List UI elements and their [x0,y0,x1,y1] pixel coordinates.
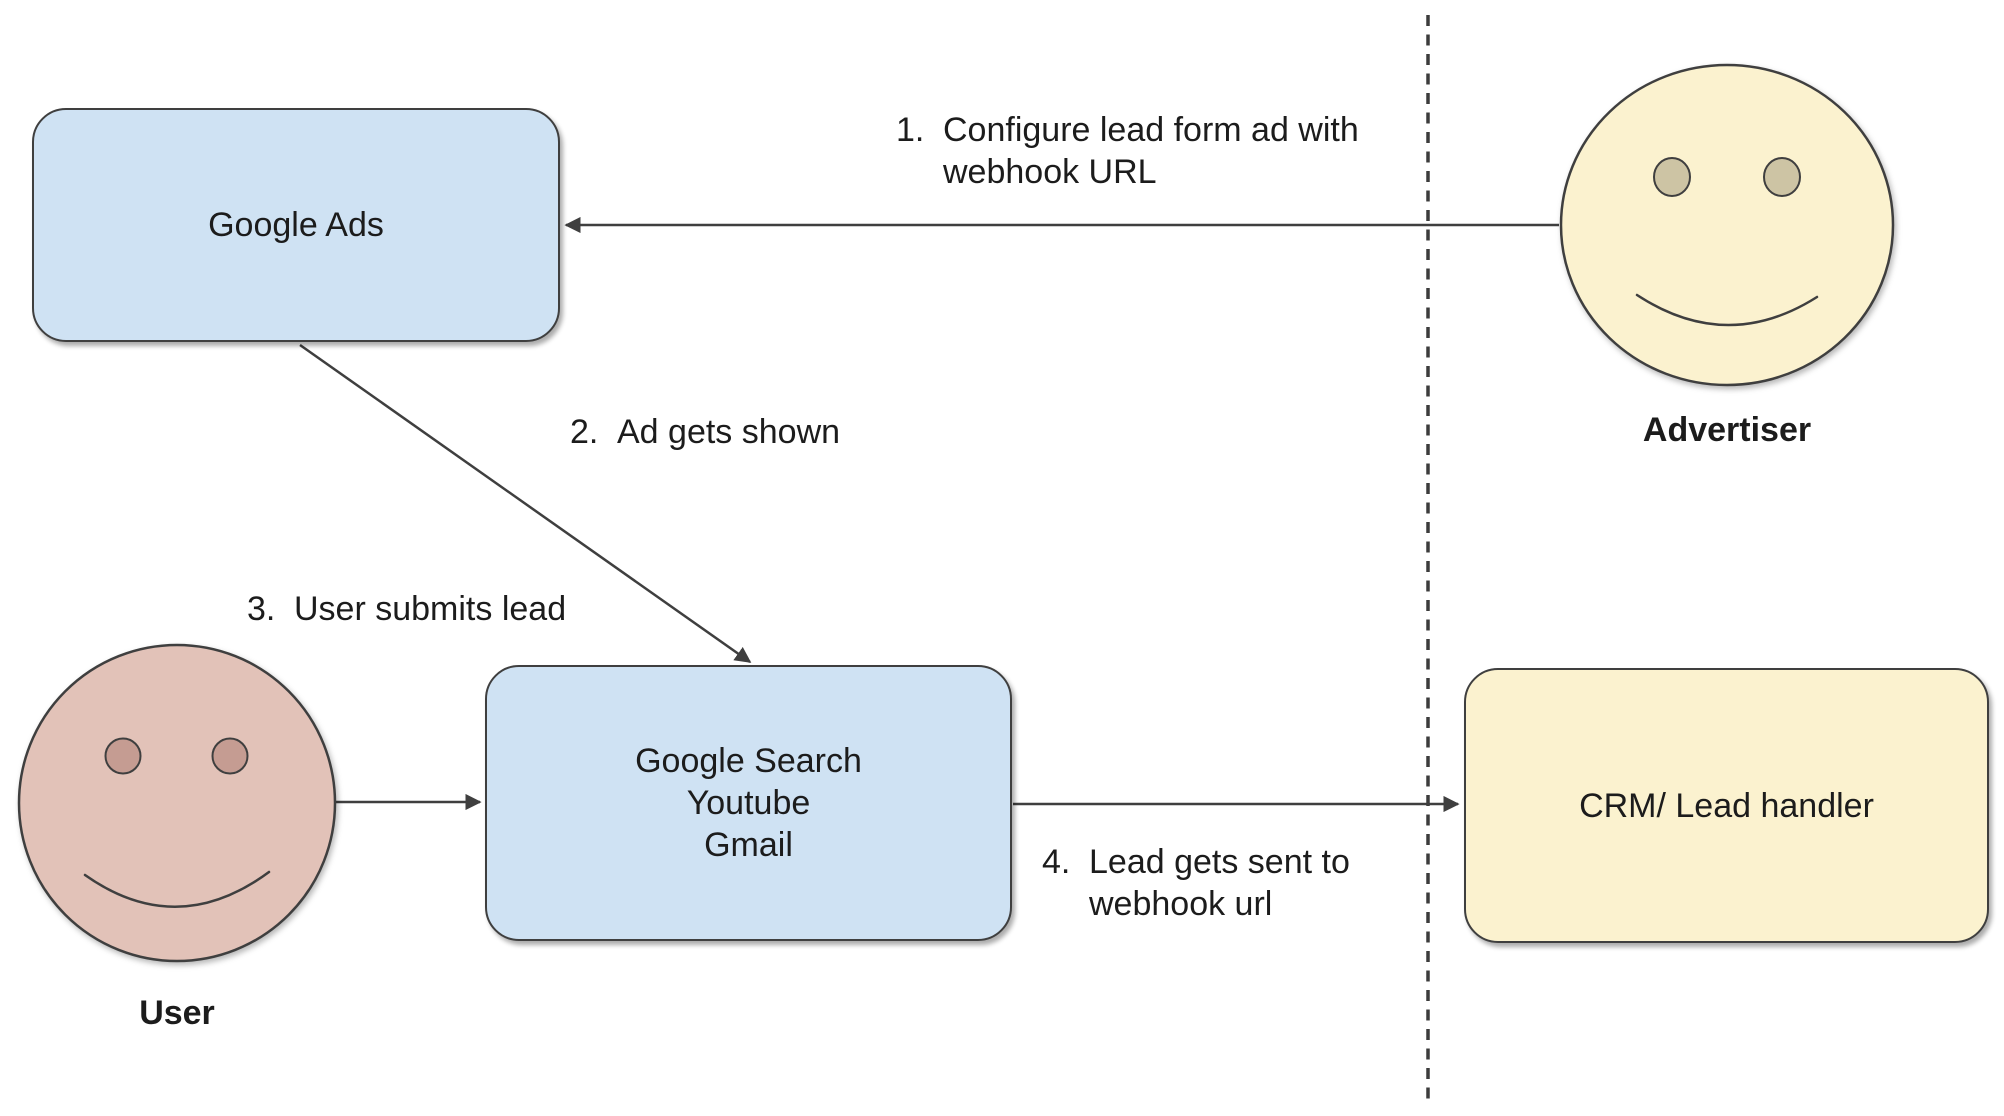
crm-lead-handler-node: CRM/ Lead handler [1464,668,1989,943]
step-4-number: 4. [1042,843,1071,881]
step-1-number: 1. [896,111,925,149]
user-head [17,643,337,963]
google-surfaces-node: Google Search Youtube Gmail [485,665,1012,941]
step-2-annotation: 2. Ad gets shown [570,411,840,453]
google-ads-node: Google Ads [32,108,560,342]
advertiser-smile-icon [1635,293,1819,327]
step-3-number: 3. [247,590,276,628]
step-2-text: Ad gets shown [617,413,841,451]
user-right-eye-icon [211,737,249,775]
step-1-text: Configure lead form ad with webhook URL [943,111,1359,191]
step-2-number: 2. [570,413,599,451]
advertiser-label: Advertiser [1642,411,1812,449]
user-smile-icon [83,870,271,908]
advertiser-head [1559,63,1895,387]
advertiser-left-eye-icon [1653,157,1691,197]
step-4-text: Lead gets sent to webhook url [1089,843,1350,923]
google-ads-label: Google Ads [208,206,384,244]
user-face-icon [17,643,337,963]
step-4-annotation: 4. Lead gets sent to webhook url [1042,841,1350,925]
user-left-eye-icon [104,737,142,775]
user-label: User [139,994,215,1032]
step-3-annotation: 3. User submits lead [247,588,566,630]
google-surfaces-label: Google Search Youtube Gmail [635,742,862,864]
step-1-annotation: 1. Configure lead form ad with webhook U… [896,109,1359,193]
advertiser-face-icon [1559,63,1895,387]
step-3-text: User submits lead [294,590,567,628]
crm-label: CRM/ Lead handler [1579,786,1874,825]
advertiser-right-eye-icon [1763,157,1801,197]
